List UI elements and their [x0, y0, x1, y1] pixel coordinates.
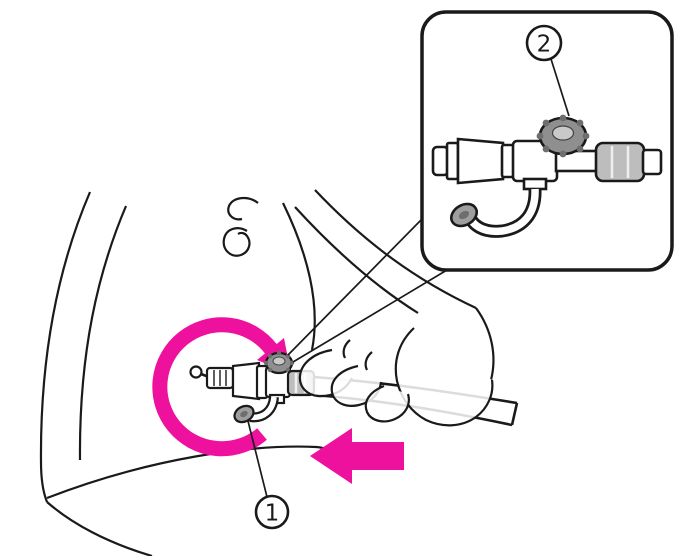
squiggle-bottom [222, 227, 251, 257]
knuckle-mark-2 [364, 351, 373, 371]
detail-collar-1 [445, 141, 460, 181]
step2-badge-label: 2 [537, 31, 552, 57]
valve-detail-enlarged [431, 114, 663, 238]
knurled-cap-main [263, 350, 295, 375]
hand-sketch [298, 327, 494, 427]
step1-leader-line [247, 420, 268, 498]
knurl-texture-detail [536, 114, 590, 158]
knurled-cap-main-top [272, 356, 286, 366]
tank-inner-left-curve [78, 205, 128, 461]
step2-badge [525, 24, 563, 62]
callout-leader-lines [287, 217, 448, 363]
hose-loop-inner [249, 396, 277, 421]
detail-bottom-port [522, 177, 548, 191]
rotation-arrow-arc [152, 317, 277, 457]
knurl-dot [576, 119, 584, 127]
detail-right-stub [641, 148, 663, 176]
base-left-curve [46, 501, 153, 556]
callout-leader-upper [287, 217, 424, 356]
detail-body [456, 137, 505, 185]
knurled-cap-detail [536, 114, 590, 158]
detail-hose-ring [449, 202, 479, 228]
knurl-dot [582, 132, 590, 140]
knurl-dot [559, 150, 567, 158]
knurl-dot [536, 132, 544, 140]
arm-sketch [294, 189, 495, 381]
callout-leader-lower [292, 269, 448, 363]
step1-badge-label: 1 [265, 500, 280, 526]
knurled-cap-detail-top [551, 125, 575, 141]
tank-right-curve [282, 202, 316, 351]
hose-end-cut [510, 402, 519, 426]
tank-bottom-rim-curve [46, 445, 336, 500]
knurl-dot [576, 145, 584, 153]
knurl-dot [267, 353, 273, 359]
squiggle-top [227, 196, 259, 221]
knurl-dot [542, 145, 550, 153]
detail-nut [594, 141, 646, 183]
tank-detail-squiggles [222, 196, 259, 257]
detail-hose-inner [464, 188, 539, 236]
step1-badge [254, 494, 290, 530]
knuckle-mark-1 [342, 339, 351, 359]
callout-box-group: 2 [420, 10, 674, 272]
arm-upper-contour [314, 189, 477, 309]
push-left-arrow [310, 428, 404, 484]
hose-ring-main-hole [240, 410, 248, 418]
stopcock-ball [189, 365, 203, 379]
tank-outer-left-curve [39, 191, 92, 503]
valve-assembly-main [189, 350, 316, 424]
palm-outline [394, 327, 494, 427]
step1-badge-group: 1 [247, 420, 290, 530]
knurl-dot [276, 350, 282, 356]
hose-ring-main [233, 404, 255, 424]
detail-hose-ring-hole [458, 210, 470, 220]
finger-3 [364, 384, 410, 423]
valve-body [231, 361, 261, 401]
knurl-dot [263, 360, 269, 366]
knurl-dot [542, 119, 550, 127]
appliance-outline [39, 191, 336, 556]
arm-lower-contour [294, 206, 419, 314]
step2-leader-line [550, 58, 570, 117]
wrist-contour [475, 307, 495, 381]
knurl-dot [559, 114, 567, 122]
knurl-dot [267, 367, 273, 373]
